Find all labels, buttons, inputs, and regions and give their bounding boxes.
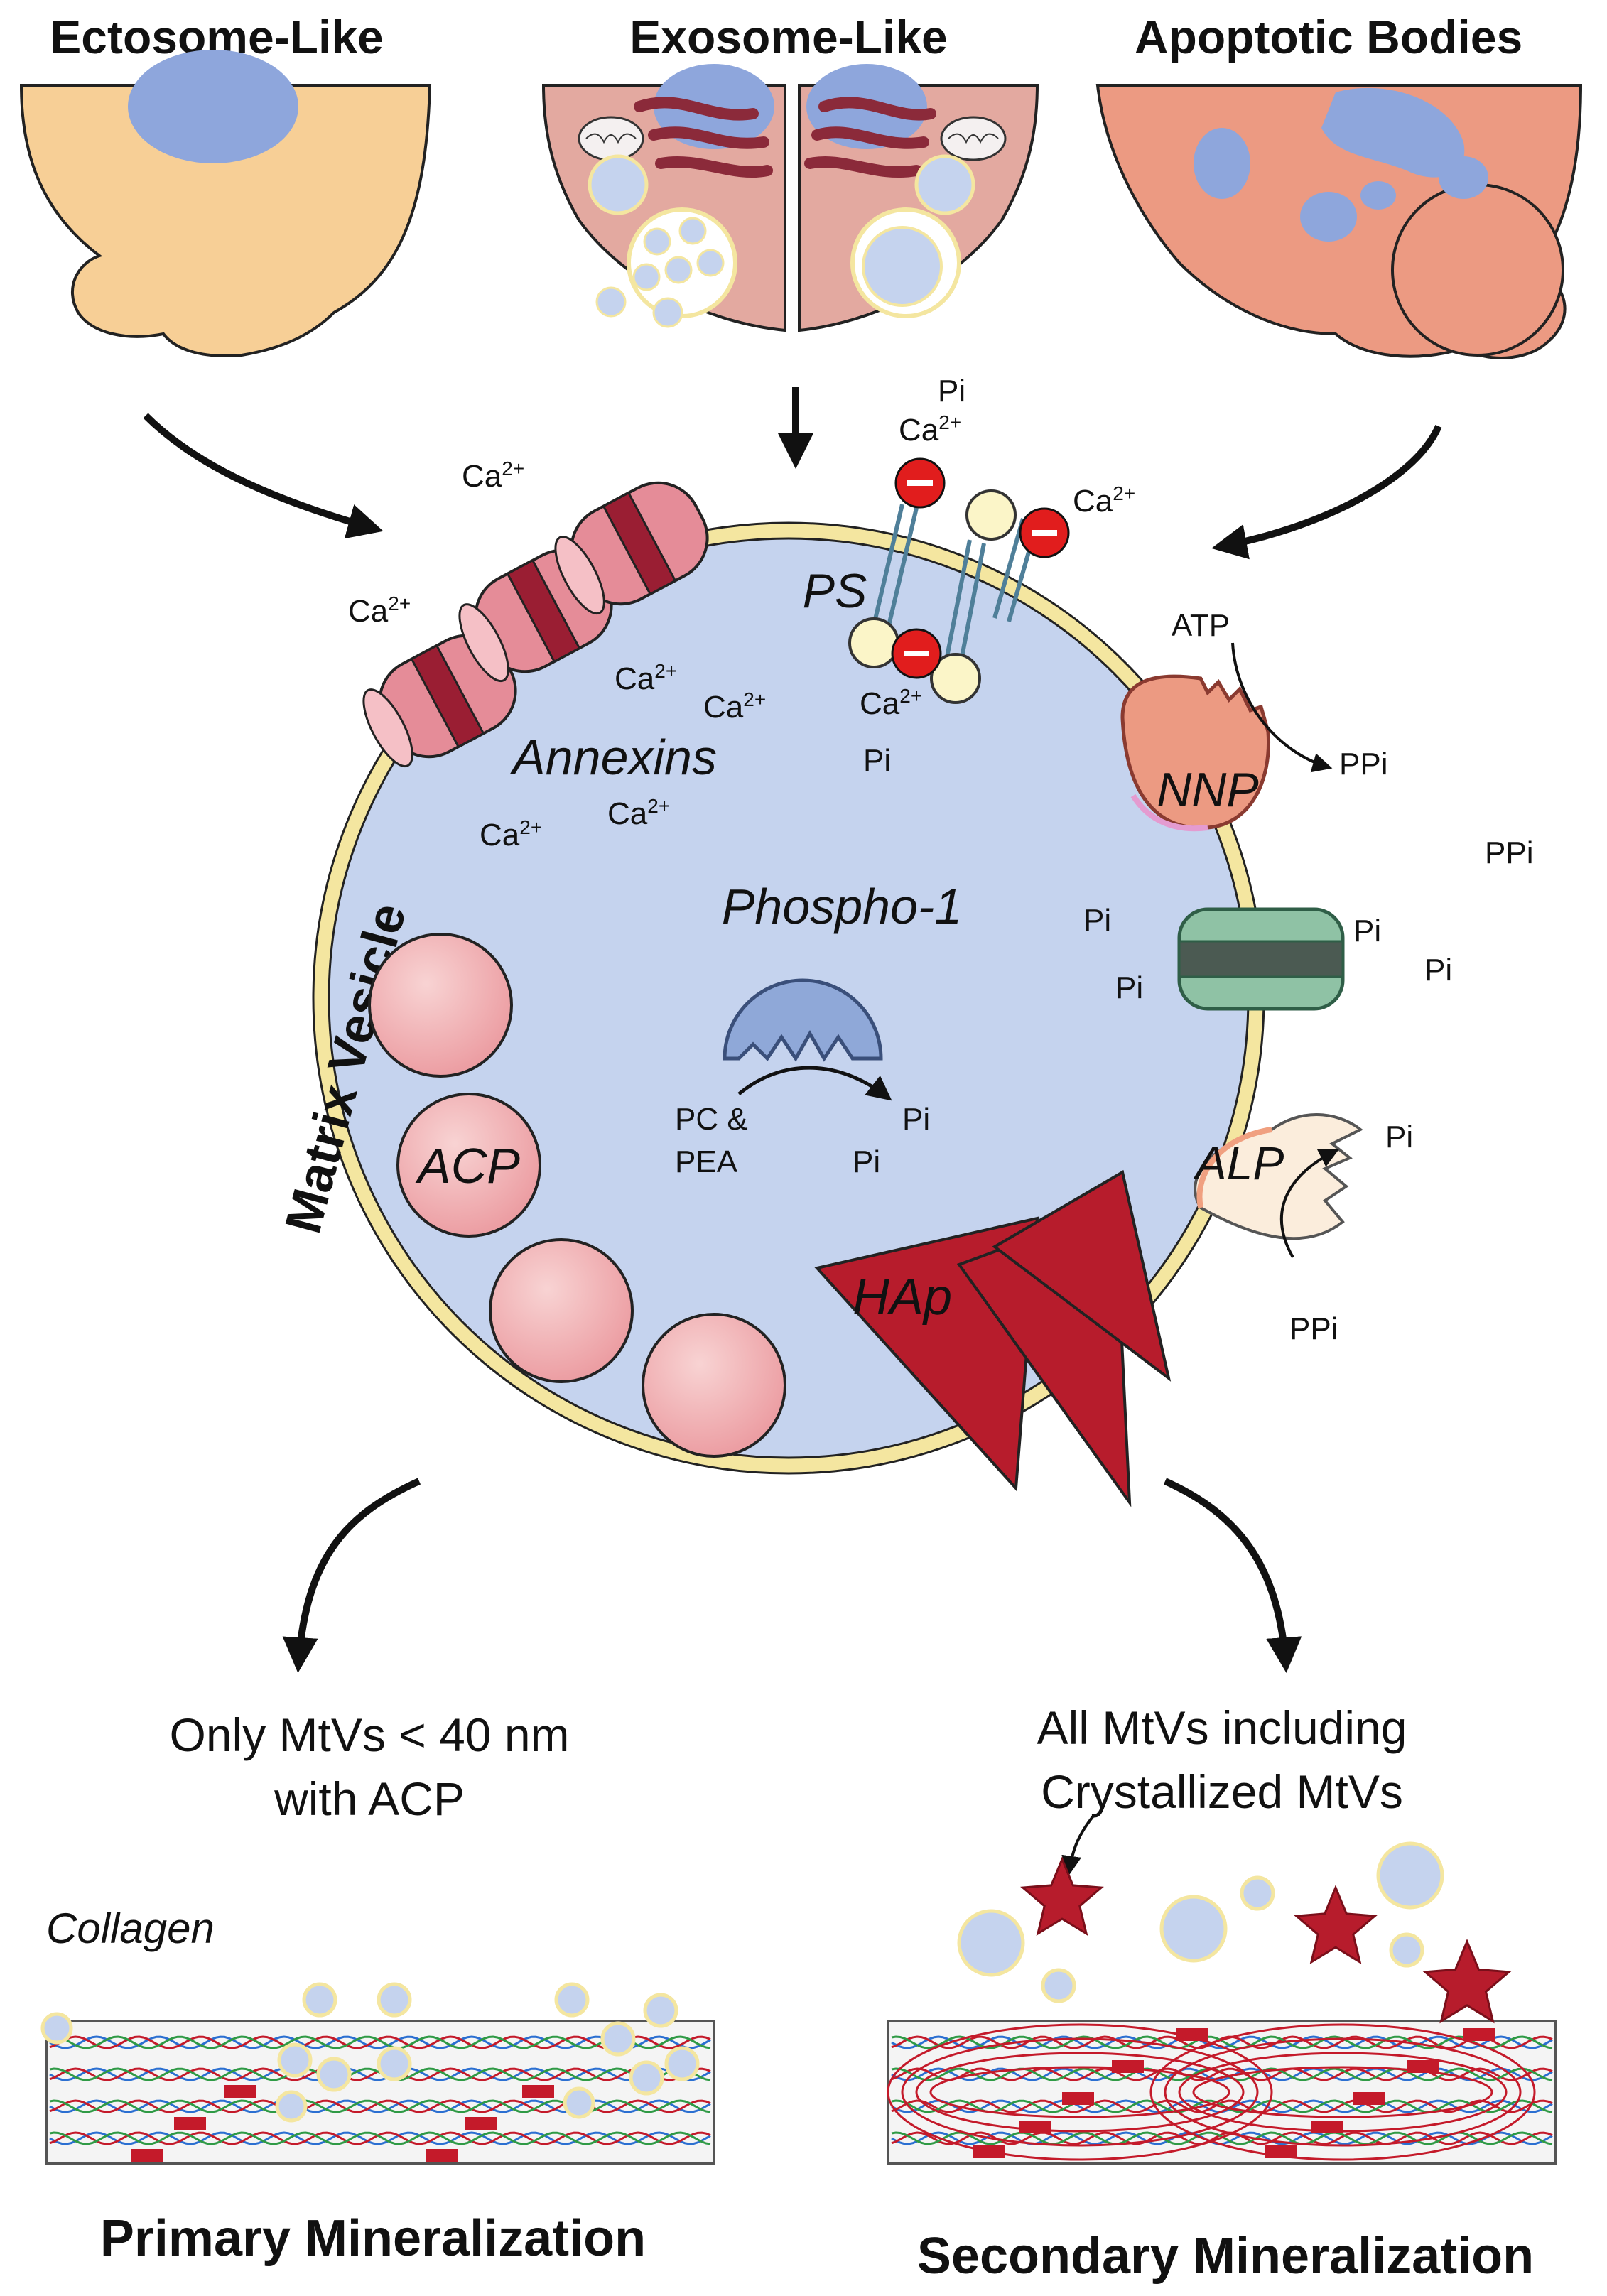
- svg-text:Pi: Pi: [1424, 953, 1452, 987]
- arrow-ectosome: [143, 413, 384, 539]
- collagen-label: Collagen: [46, 1905, 215, 1952]
- hap-crystals: [814, 1169, 1172, 1507]
- secondary-mtv-particles: [957, 1841, 1444, 2003]
- svg-text:Pi: Pi: [902, 1102, 930, 1137]
- arrow-primary: [282, 1478, 421, 1673]
- svg-text:Pi: Pi: [863, 743, 891, 778]
- right-caption-line2: Crystallized MtVs: [1041, 1765, 1403, 1818]
- atp-label: ATP: [1172, 608, 1230, 643]
- svg-text:Ca2+: Ca2+: [860, 685, 922, 721]
- svg-text:PPi: PPi: [1485, 835, 1533, 870]
- alp-enzyme-icon: [1194, 1113, 1363, 1240]
- svg-text:Pi: Pi: [1083, 903, 1111, 938]
- annexin-channels: [362, 481, 709, 768]
- primary-mineralization-title: Primary Mineralization: [100, 2210, 646, 2267]
- svg-text:Pi: Pi: [853, 1144, 880, 1179]
- svg-text:Ca2+: Ca2+: [615, 660, 677, 696]
- apoptotic-cell: [1095, 84, 1583, 359]
- svg-text:PC &: PC &: [675, 1102, 748, 1137]
- nnp-label: NNP: [1157, 763, 1259, 817]
- phospho1-label: Phospho-1: [722, 879, 963, 934]
- crystallized-mtv-stars: [1020, 1856, 1512, 2024]
- arrow-secondary: [1163, 1478, 1302, 1673]
- hap-label: HAp: [853, 1269, 952, 1326]
- ca-ion-1: Ca2+: [462, 457, 524, 494]
- svg-text:PPi: PPi: [1289, 1311, 1338, 1346]
- secondary-mineralization-title: Secondary Mineralization: [917, 2228, 1534, 2285]
- fragmented-nucleus-icon: [1321, 87, 1465, 178]
- alp-label: ALP: [1193, 1137, 1284, 1189]
- secondary-collagen-bundle: [887, 2020, 1557, 2165]
- left-caption-line2: with ACP: [274, 1772, 465, 1825]
- ps-lipids: [848, 457, 1070, 704]
- primary-mtv-particles: [40, 1982, 700, 2123]
- svg-text:PEA: PEA: [675, 1144, 738, 1179]
- svg-text:Ca2+: Ca2+: [703, 688, 766, 725]
- arrow-apoptotic: [1211, 424, 1442, 560]
- svg-text:PPi: PPi: [1339, 747, 1387, 781]
- ectosome-cell: [19, 50, 432, 357]
- left-caption-line1: Only MtVs < 40 nm: [169, 1709, 569, 1761]
- svg-text:Pi: Pi: [1385, 1120, 1413, 1154]
- annexins-label: Annexins: [509, 730, 717, 785]
- svg-text:Ca2+: Ca2+: [899, 411, 961, 448]
- exosome-cell: [541, 64, 1039, 332]
- acp-label: ACP: [415, 1138, 520, 1193]
- header-exosome: Exosome-Like: [629, 11, 948, 63]
- svg-text:Pi: Pi: [1353, 914, 1381, 948]
- svg-text:Ca2+: Ca2+: [348, 592, 411, 629]
- er-icon: [634, 97, 773, 178]
- svg-text:Pi: Pi: [938, 374, 965, 408]
- svg-text:Ca2+: Ca2+: [1073, 482, 1135, 519]
- right-caption-line1: All MtVs including: [1037, 1701, 1407, 1754]
- mitochondrion-icon: [578, 116, 644, 161]
- nnp-enzyme-icon: [1120, 674, 1271, 830]
- pi-channel: [1177, 907, 1345, 1011]
- nucleus-icon: [128, 50, 298, 163]
- phospho1-enzyme-icon: [723, 978, 883, 1062]
- header-apoptotic: Apoptotic Bodies: [1135, 11, 1522, 63]
- svg-text:Ca2+: Ca2+: [607, 795, 670, 831]
- ps-label: PS: [803, 564, 867, 618]
- svg-text:Ca2+: Ca2+: [480, 816, 542, 852]
- acp-spheres: [368, 933, 786, 1458]
- ion-labels: Ca2+ Ca2+ Ca2+ Ca2+ Ca2+ Ca2+ Ca2+ Ca2+ …: [348, 374, 1533, 1346]
- svg-text:Pi: Pi: [1115, 970, 1143, 1005]
